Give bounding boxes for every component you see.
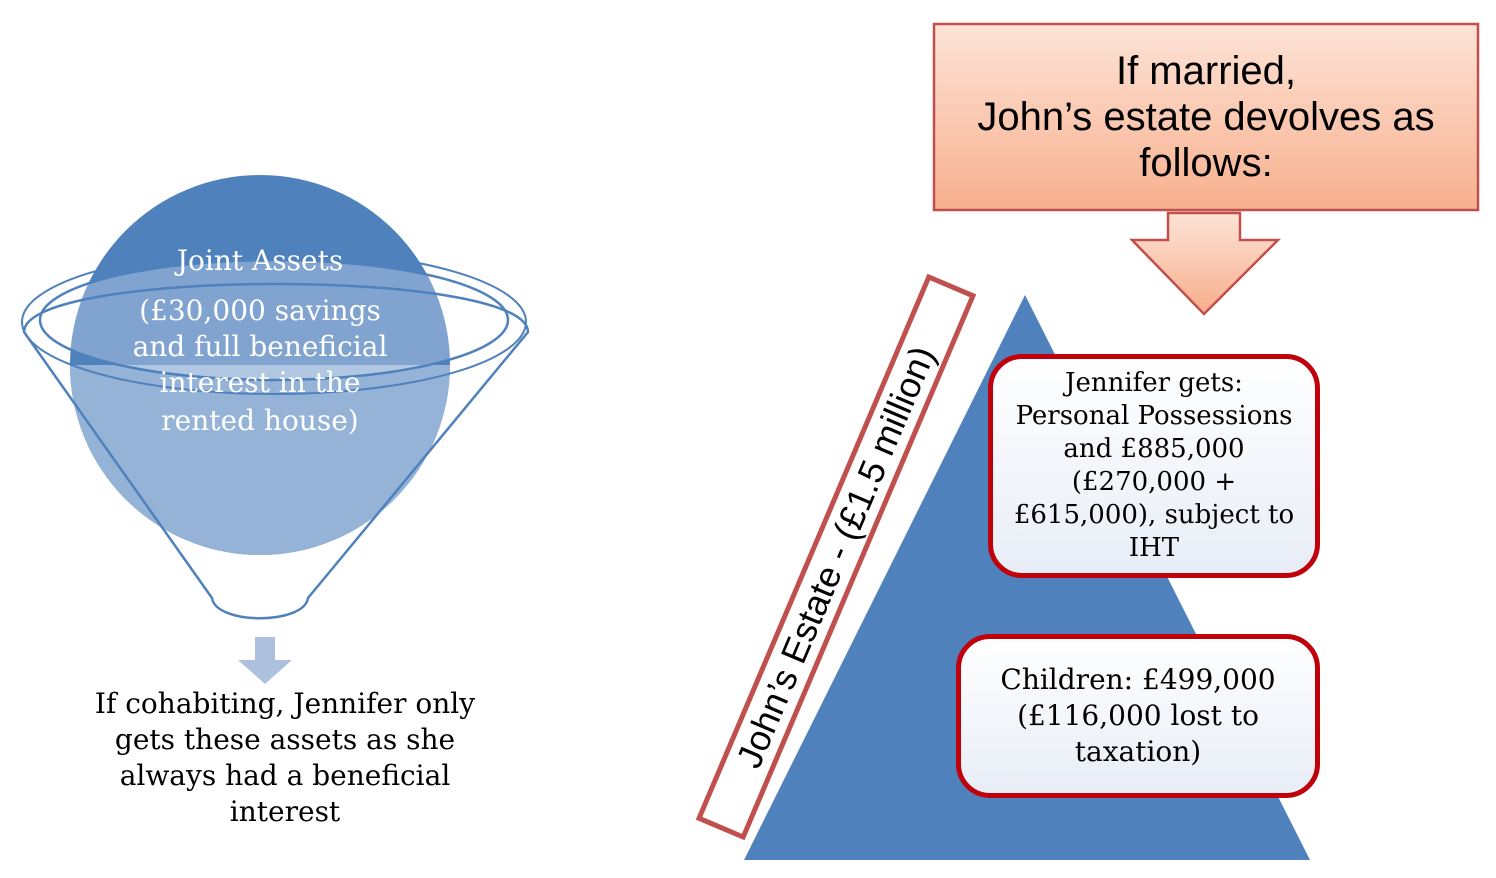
jennifer-line-4: (£270,000 +: [1071, 467, 1237, 497]
funnel-line-2: and full beneficial: [132, 330, 388, 363]
funnel-outline: [21, 249, 530, 620]
jennifer-line-3: and £885,000: [1063, 434, 1245, 464]
callout-line-1: If married,: [1115, 49, 1297, 93]
children-line-1: Children: £499,000: [1000, 663, 1276, 696]
funnel-line-4: rented house): [161, 404, 359, 437]
cohabiting-note: If cohabiting, Jennifer only gets these …: [60, 686, 510, 830]
callout-down-arrow: [1129, 211, 1282, 316]
jennifer-share-box: Jennifer gets: Personal Possessions and …: [988, 354, 1320, 578]
down-arrow-small: [238, 637, 292, 684]
funnel-title: Joint Assets: [176, 244, 344, 277]
callout-box-shape: [932, 22, 1480, 212]
funnel-line-3: interest in the: [159, 366, 361, 399]
children-line-2: (£116,000 lost to: [1017, 699, 1259, 732]
funnel-line-1: (£30,000 savings: [139, 294, 381, 327]
callout-text: If married, John’s estate devolves as fo…: [934, 24, 1478, 210]
cohabiting-line-1: If cohabiting, Jennifer only: [94, 687, 476, 720]
children-line-3: taxation): [1074, 735, 1202, 768]
cohabiting-line-4: interest: [229, 795, 341, 828]
children-share-box: Children: £499,000 (£116,000 lost to tax…: [956, 634, 1320, 798]
jennifer-line-2: Personal Possessions: [1015, 401, 1293, 431]
jennifer-line-1: Jennifer gets:: [1065, 368, 1243, 398]
cohabiting-line-2: gets these assets as she: [114, 723, 456, 756]
estate-label-box: [695, 273, 977, 841]
callout-line-2: John’s estate devolves as: [977, 95, 1435, 139]
jennifer-line-6: IHT: [1128, 533, 1180, 563]
callout-line-3: follows:: [1139, 141, 1273, 185]
cohabiting-line-3: always had a beneficial: [119, 759, 451, 792]
jennifer-line-5: £615,000), subject to: [1013, 500, 1295, 530]
